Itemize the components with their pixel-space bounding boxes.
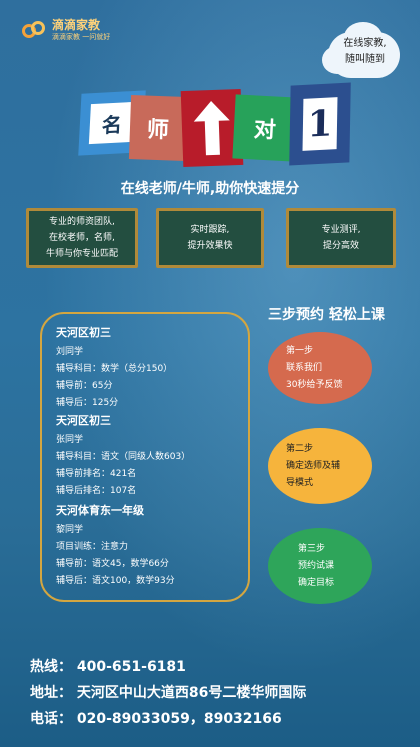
contact-phone[interactable]: 电话： 020-89033059，89032166 bbox=[30, 711, 282, 727]
cloud-line-2: 随叫随到 bbox=[345, 54, 385, 65]
step-2-bubble[interactable]: 第二步 确定选师及辅 导模式 bbox=[268, 428, 372, 504]
hero-tile-4: 对 bbox=[232, 94, 298, 162]
case-item: 天河区初三 刘同学 辅导科目：数学（总分150） 辅导前：65分 辅导后：125… bbox=[56, 326, 173, 408]
steps-title: 三步预约 轻松上课 bbox=[268, 307, 385, 323]
logo-title: 滴滴家教 bbox=[52, 17, 101, 32]
logo-icon bbox=[22, 18, 46, 42]
up-arrow-icon bbox=[193, 101, 230, 156]
logo-subtitle: 滴滴家教 一问就好 bbox=[52, 32, 111, 41]
cloud-line-1: 在线家教, bbox=[343, 38, 387, 49]
tagline: 在线老师/牛师,助你快速提分 bbox=[120, 181, 300, 197]
contact-hotline[interactable]: 热线： 400-651-6181 bbox=[30, 659, 186, 675]
contact-address: 地址： 天河区中山大道西86号二楼华师国际 bbox=[30, 685, 307, 701]
feature-board-3: 专业测评, 提分高效 bbox=[286, 208, 396, 268]
case-item: 天河区初三 张同学 辅导科目：语文（同级人数603） 辅导前排名：421名 辅导… bbox=[56, 414, 191, 496]
feature-board-1: 专业的师资团队, 在校老师，名师, 牛师与你专业匹配 bbox=[26, 208, 138, 268]
step-1-bubble[interactable]: 第一步 联系我们 30秒给予反馈 bbox=[268, 332, 372, 404]
cloud-badge: 在线家教, 随叫随到 bbox=[322, 22, 406, 84]
case-item: 天河体育东一年级 黎同学 项目训练：注意力 辅导前：语文45，数学66分 辅导后… bbox=[56, 504, 175, 586]
hero-tile-3 bbox=[180, 88, 244, 168]
feature-board-2: 实时跟踪, 提升效果快 bbox=[156, 208, 264, 268]
step-3-bubble[interactable]: 第三步 预约试课 确定目标 bbox=[268, 528, 372, 604]
brand-logo[interactable]: 滴滴家教 滴滴家教 一问就好 bbox=[22, 18, 110, 42]
success-cases-panel: 天河区初三 刘同学 辅导科目：数学（总分150） 辅导前：65分 辅导后：125… bbox=[40, 312, 250, 602]
hero-tile-5: 1 bbox=[289, 82, 351, 166]
hero-banner: 名 师 对 1 bbox=[60, 82, 360, 176]
hero-tile-2: 师 bbox=[128, 95, 188, 161]
